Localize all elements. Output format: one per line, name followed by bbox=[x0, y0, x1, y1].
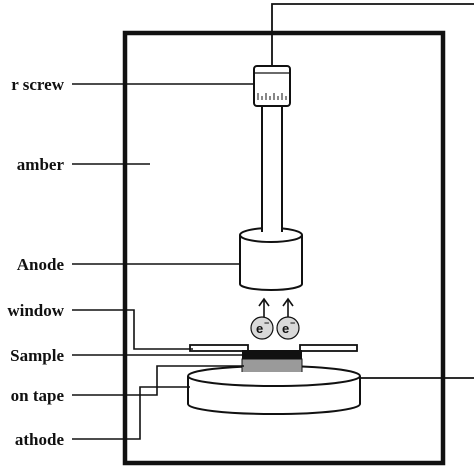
electron-symbol: e bbox=[256, 321, 263, 336]
label-carbon-tape: on tape bbox=[11, 386, 65, 405]
leader-lines bbox=[72, 83, 254, 440]
window-plate-right bbox=[299, 344, 358, 352]
electron-symbol: e bbox=[282, 321, 289, 336]
label-cathode: athode bbox=[15, 430, 65, 449]
label-sample: Sample bbox=[10, 346, 64, 365]
label-anode: Anode bbox=[17, 255, 65, 274]
anode-shaft bbox=[261, 105, 283, 231]
anode-body bbox=[239, 235, 303, 291]
chamber-wall bbox=[122, 30, 446, 466]
micrometer-screw bbox=[253, 65, 291, 107]
label-window: window bbox=[7, 301, 64, 320]
electron-left: e − bbox=[250, 316, 274, 340]
label-chamber: amber bbox=[17, 155, 65, 174]
screw-scale-ticks bbox=[257, 93, 287, 100]
electron-right: e − bbox=[276, 316, 300, 340]
electron-charge: − bbox=[264, 318, 269, 328]
window-plate-left bbox=[189, 344, 249, 352]
label-micrometer-screw: r screw bbox=[11, 75, 64, 94]
electron-arrow bbox=[258, 297, 294, 318]
electron-charge: − bbox=[290, 318, 295, 328]
screw-wire bbox=[271, 3, 474, 66]
sample bbox=[242, 350, 302, 359]
